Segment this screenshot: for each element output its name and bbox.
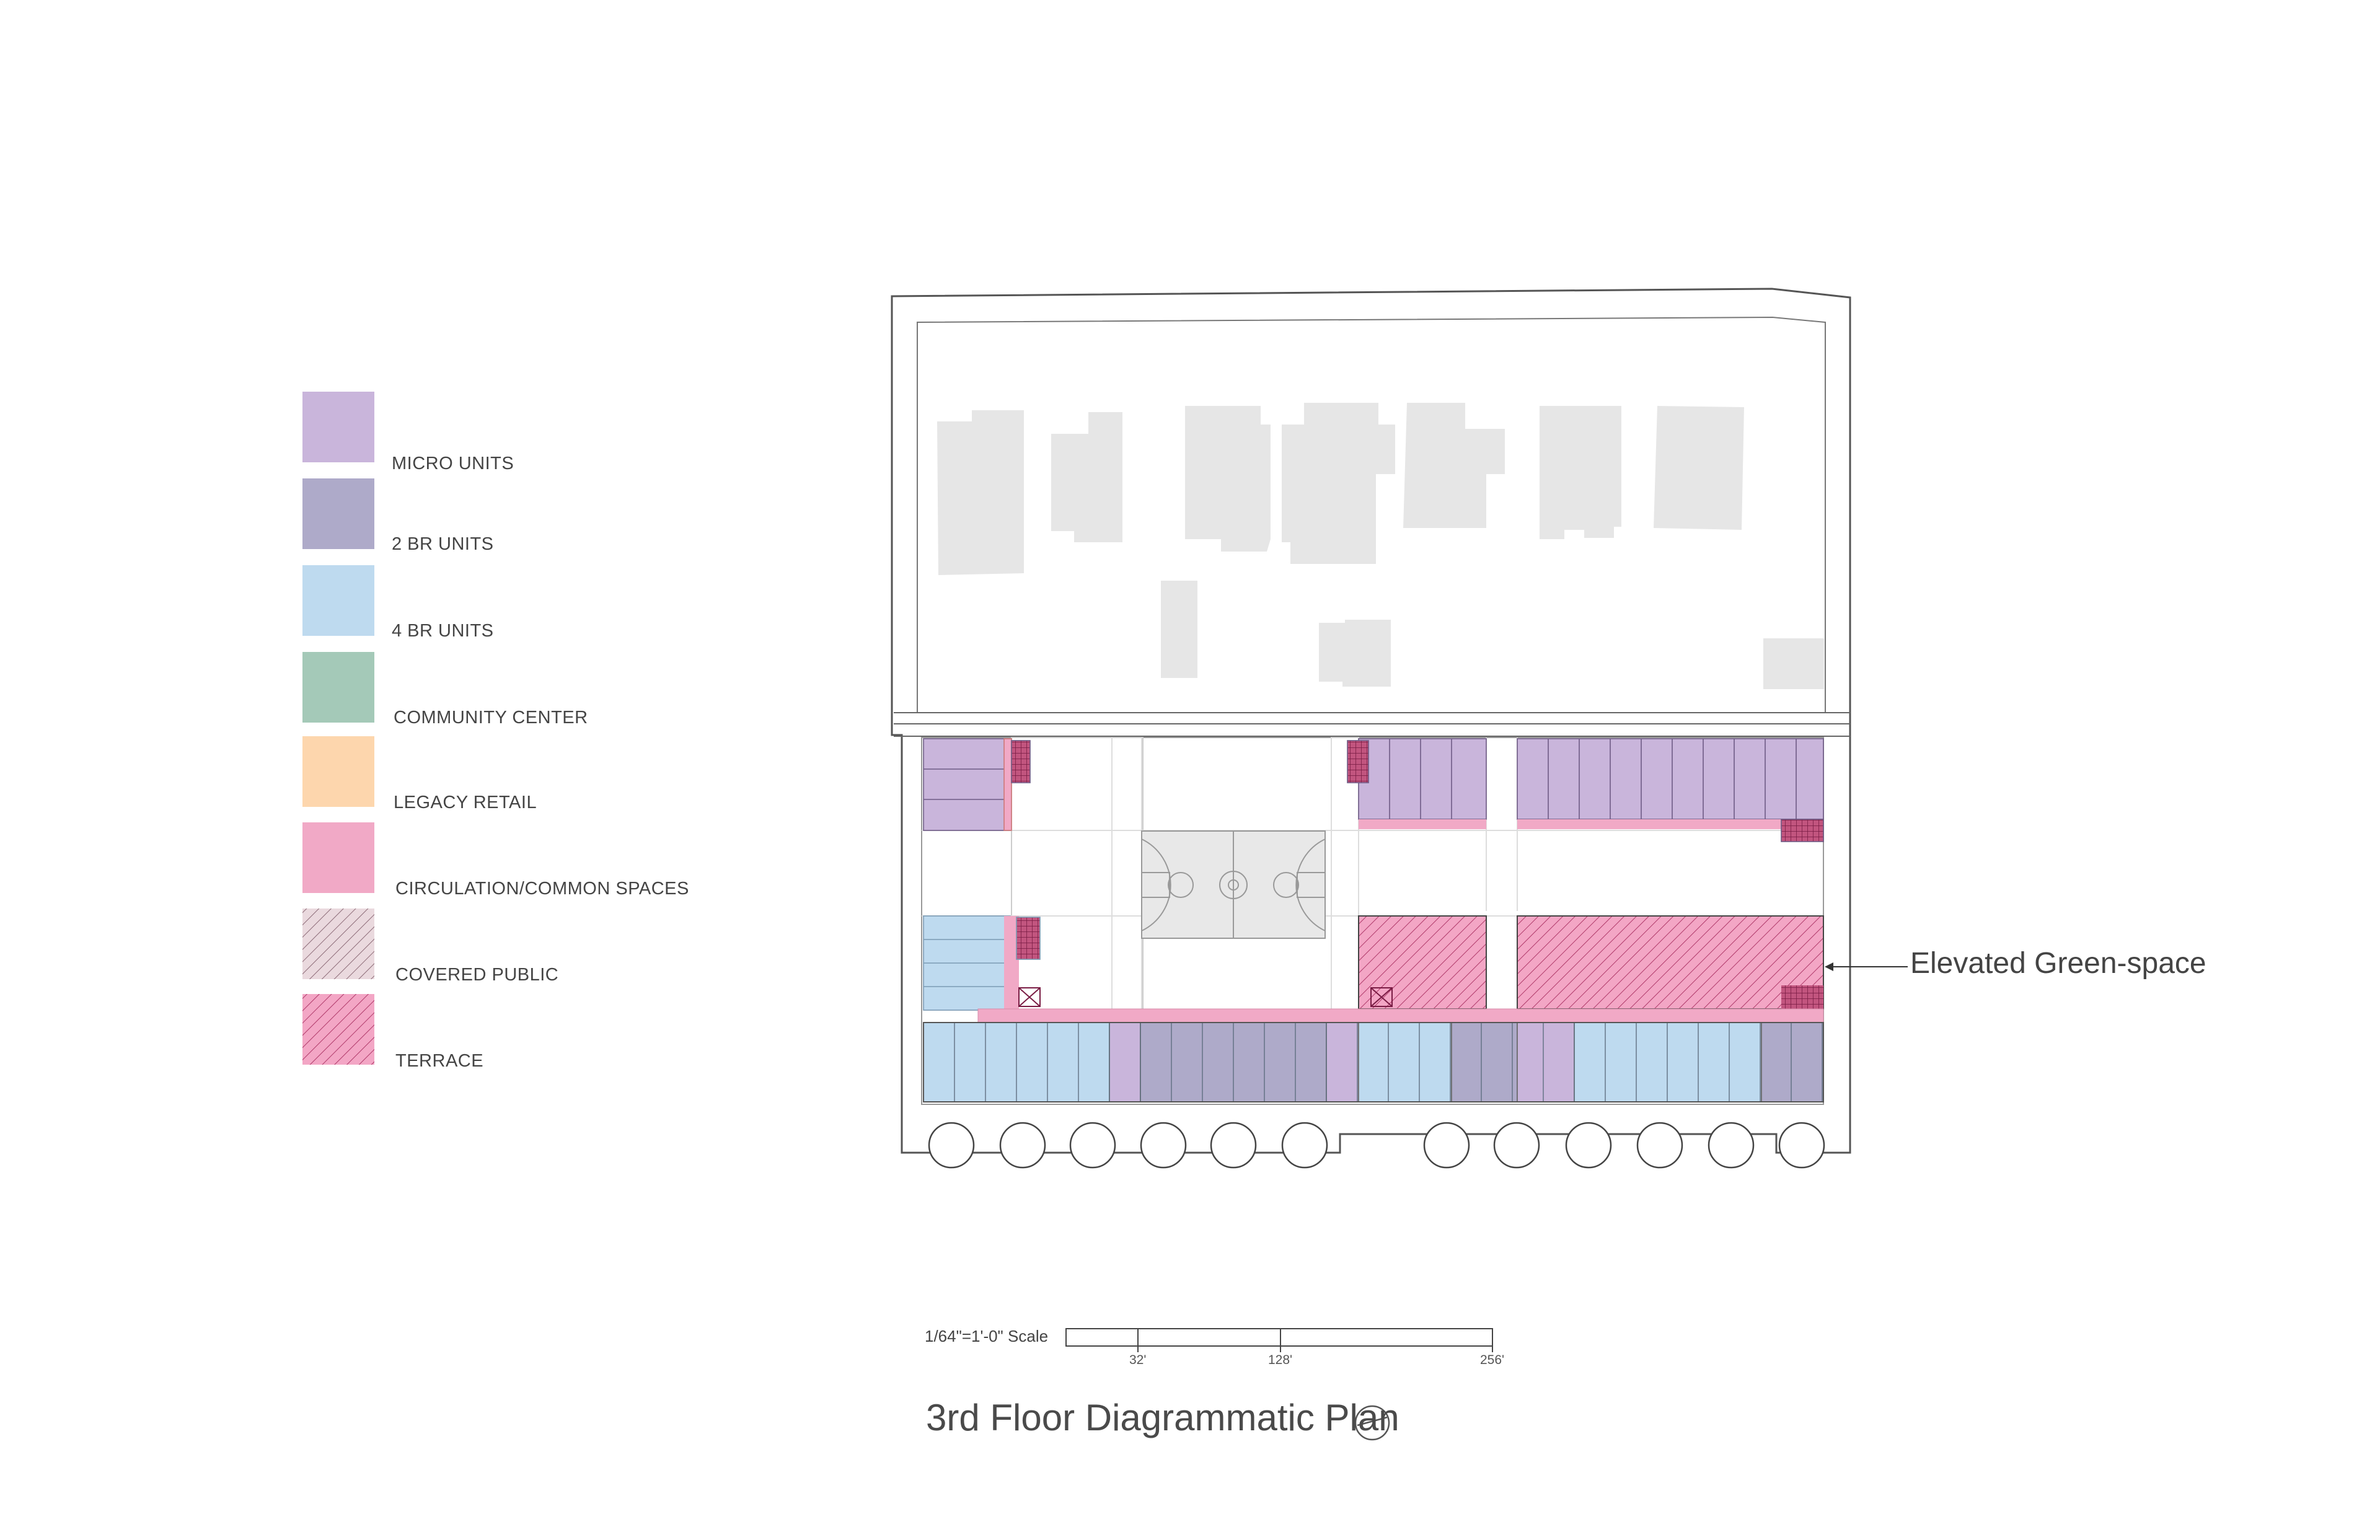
micro-units-top-right: [1517, 738, 1824, 842]
open-court-left: [1011, 737, 1144, 1014]
legend-label-legacy-retail: LEGACY RETAIL: [394, 793, 537, 812]
street-tree: [1210, 1122, 1257, 1169]
street-tree: [1423, 1122, 1470, 1169]
legend-label-terrace: TERRACE: [395, 1051, 484, 1071]
bottom-unit-block: [1517, 1022, 1575, 1102]
site-boundary-outer: [891, 288, 1851, 1154]
legend-swatch-0: [302, 392, 374, 462]
micro-units-top-middle: [1347, 738, 1487, 829]
street-tree: [928, 1122, 975, 1169]
bottom-unit-block: [1109, 1022, 1141, 1102]
micro-units-top-left: [923, 738, 1031, 831]
street-tree: [1493, 1122, 1540, 1169]
bottom-unit-row-outline: [923, 1022, 1824, 1102]
street-tree: [1778, 1122, 1825, 1169]
legend-label-4br-units: 4 BR UNITS: [392, 621, 494, 641]
street-tree: [1636, 1122, 1683, 1169]
street-tree: [1140, 1122, 1187, 1169]
basketball-court: [1141, 830, 1326, 939]
open-court-right: [1331, 737, 1359, 1014]
street-tree: [1281, 1122, 1328, 1169]
bottom-unit-row: [923, 1022, 1824, 1102]
legend-swatch-5: [302, 822, 374, 893]
site-boundary-inner: [917, 316, 1826, 713]
north-arrow-icon: [1354, 1405, 1390, 1441]
street-tree: [1708, 1122, 1755, 1169]
plan-title: 3rd Floor Diagrammatic Plan: [926, 1397, 1399, 1438]
street-tree: [1565, 1122, 1612, 1169]
street-tree: [999, 1122, 1046, 1169]
scale-bar: [1065, 1328, 1493, 1352]
scale-tick-32: 32': [1129, 1353, 1147, 1367]
bottom-unit-block: [1574, 1022, 1762, 1102]
circulation-corridor: [977, 1008, 1824, 1023]
scale-tick-128: 128': [1268, 1353, 1293, 1367]
terrace-right-stair: [1781, 985, 1823, 1009]
legend-swatch-2: [302, 565, 374, 636]
neighbor-buildings: [937, 403, 1824, 689]
terrace-elevated-green-space: [1517, 915, 1824, 1010]
legend-label-2br-units: 2 BR UNITS: [392, 534, 494, 554]
scale-label: 1/64"=1'-0" Scale: [925, 1327, 1049, 1345]
terrace-middle-stair: [1370, 987, 1393, 1007]
bottom-unit-block: [1761, 1022, 1824, 1102]
legend-swatch-4: [302, 736, 374, 807]
legend-label-circulation: CIRCULATION/COMMON SPACES: [395, 879, 689, 899]
scale-tick-256: 256': [1480, 1353, 1505, 1367]
legend-label-community-center: COMMUNITY CENTER: [394, 708, 588, 728]
street-trees: [928, 1122, 1825, 1169]
legend-swatch-6: [302, 909, 374, 979]
callout-elevated-green-space: Elevated Green-space: [1910, 947, 2206, 980]
bottom-unit-block: [1451, 1022, 1518, 1102]
legend-label-micro-units: MICRO UNITS: [392, 454, 514, 473]
four-br-units-left-stack: [923, 915, 1041, 1015]
bottom-unit-block: [1326, 1022, 1359, 1102]
street-tree: [1069, 1122, 1116, 1169]
legend-swatch-7: [302, 994, 374, 1065]
legend-swatches: [302, 392, 374, 1065]
legend-swatch-3: [302, 652, 374, 723]
callout-arrow: [1825, 962, 1908, 971]
bottom-unit-block: [1358, 1022, 1452, 1102]
legend-label-covered-public: COVERED PUBLIC: [395, 965, 559, 985]
terrace-middle: [1358, 915, 1487, 1010]
legend-swatch-1: [302, 478, 374, 549]
